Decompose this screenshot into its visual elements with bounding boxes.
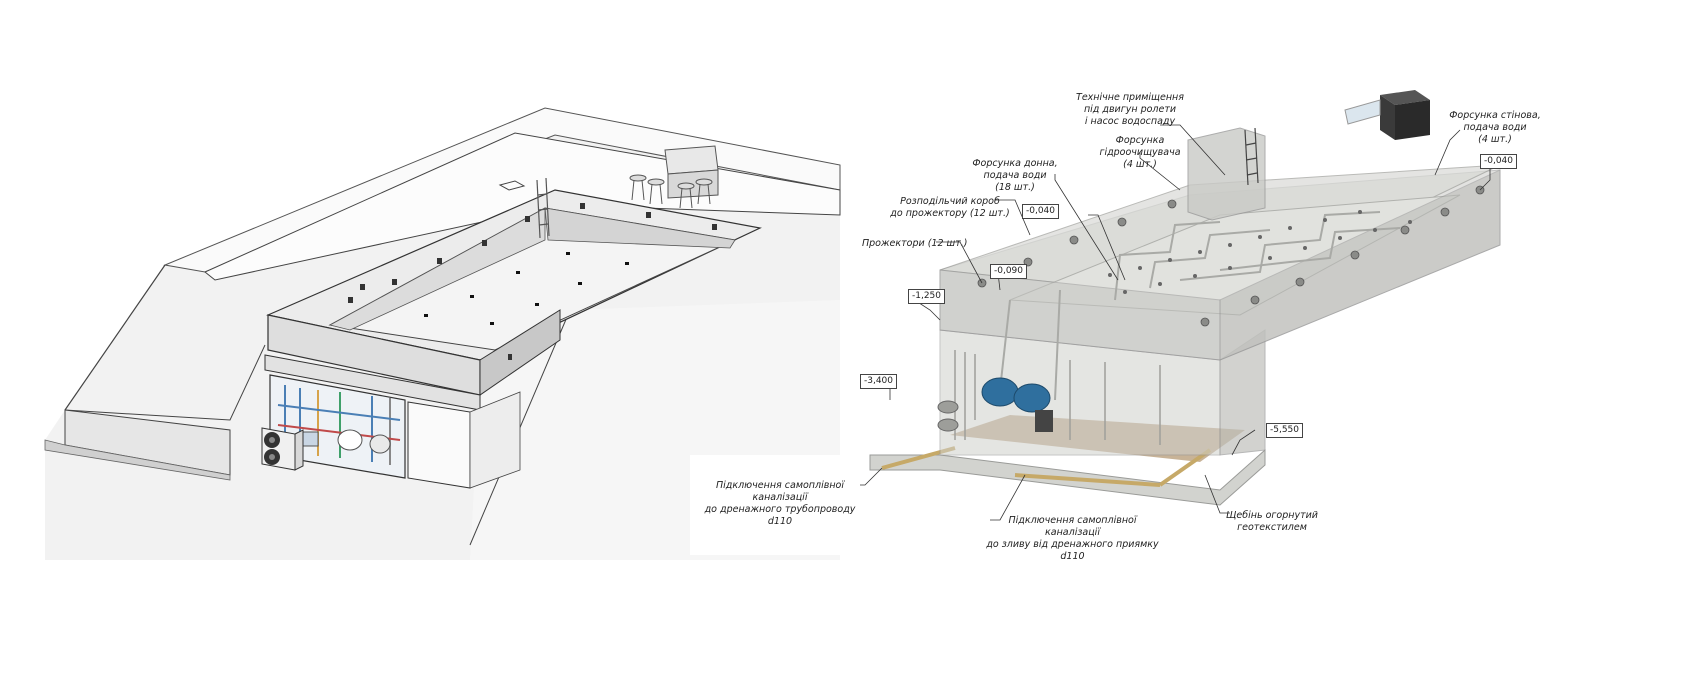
label-sewer-drain-pit: Підключення самоплівної каналізації до з…	[986, 515, 1159, 562]
elevation-tag: -0,040	[1480, 154, 1518, 169]
supply-pipes	[999, 211, 1401, 401]
deck-hatch	[498, 180, 526, 191]
label-bottom-nozzle: Форсунка донна, подача води (18 шт.)	[972, 158, 1058, 193]
pool-floor-drains	[424, 252, 629, 325]
filter-pumps	[981, 377, 1053, 432]
elevation-tag: -5,550	[1266, 423, 1304, 438]
pool-technical-section	[860, 90, 1501, 521]
label-tech-room: Технічне приміщення під двигун ролети і …	[1076, 92, 1184, 127]
bottom-nozzles	[1108, 210, 1412, 294]
pool-wall-lights	[348, 203, 717, 360]
label-sewer-drain-pipe: Підключення самоплівної каналізації до д…	[704, 480, 856, 527]
pool-ladder	[1244, 127, 1259, 186]
label-wall-nozzle: Форсунка стінова, подача води (4 шт.)	[1449, 110, 1541, 145]
elevation-tag: -0,090	[990, 264, 1028, 279]
pool-exterior-view	[44, 107, 841, 560]
label-spotlights: Прожектори (12 шт.)	[862, 238, 968, 249]
waterfall-box	[1344, 90, 1430, 140]
pool-ladder	[536, 177, 550, 239]
label-cleaner-nozzle: Форсунка гідроочищувача (4 шт.)	[1099, 135, 1181, 170]
elevation-tag: -1,250	[908, 289, 946, 304]
filter-tanks	[299, 429, 391, 454]
outdoor-bar	[629, 145, 719, 209]
inlet-pipes	[937, 400, 959, 432]
heat-pump-unit	[261, 427, 304, 471]
elevation-tag: -0,040	[1022, 204, 1060, 219]
elevation-tag: -3,400	[860, 374, 898, 389]
leader-lines	[860, 124, 1491, 521]
label-gravel: Щебінь огорнутий геотекстилем	[1226, 510, 1318, 533]
label-distribution-box: Розподільчий короб до прожектору (12 шт.…	[890, 196, 1010, 219]
terrain-ridge	[64, 264, 166, 411]
